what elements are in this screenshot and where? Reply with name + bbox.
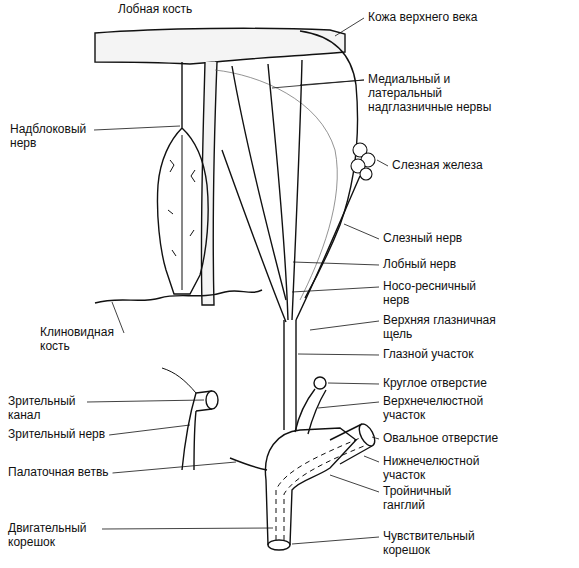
optic-nerve xyxy=(182,393,196,470)
round-foramen xyxy=(314,377,326,389)
gland-lobule xyxy=(360,168,372,180)
part-label: Зрительный канал xyxy=(8,394,83,422)
part-label: Носо-ресничный нерв xyxy=(383,279,488,307)
leader-line xyxy=(272,80,364,88)
part-label: Верхняя глазничная щель xyxy=(383,313,508,341)
part-label: Тройничный ганглий xyxy=(383,484,463,512)
leader-line xyxy=(330,475,379,492)
leader-line xyxy=(377,160,388,166)
part-label: Верхнечелюстной участок xyxy=(383,394,498,422)
leader-lines xyxy=(87,18,388,544)
part-label: Лобный нерв xyxy=(383,257,456,271)
leader-line xyxy=(310,321,379,330)
sinus-septum xyxy=(168,135,195,290)
leader-line xyxy=(364,456,379,462)
leader-line xyxy=(292,537,379,544)
frontal-bone xyxy=(95,28,345,64)
oval-foramen xyxy=(356,422,378,449)
part-label: Клиновидная кость xyxy=(40,325,120,353)
leader-line xyxy=(293,262,379,265)
part-label: Кожа верхнего века xyxy=(368,10,478,24)
leader-line xyxy=(328,383,379,384)
part-label: Лобная кость xyxy=(118,2,192,16)
lacrimal-gland xyxy=(351,143,375,180)
leader-line xyxy=(87,400,204,402)
part-label: Глазной участок xyxy=(383,347,473,361)
motor-root xyxy=(276,438,364,540)
part-label: Надблоковый нерв xyxy=(10,122,90,150)
sphenoid-bone xyxy=(95,290,262,303)
leader-line xyxy=(292,287,379,292)
tentorial-branch xyxy=(230,458,267,470)
leader-line xyxy=(318,402,379,408)
part-label: Палаточная ветвь xyxy=(8,465,109,479)
leader-line xyxy=(298,354,379,355)
part-label: Двигательный корешок xyxy=(8,521,98,549)
supratrochlear-nerve xyxy=(232,66,286,300)
part-label: Слезная железа xyxy=(392,158,483,172)
orbit-outline xyxy=(215,70,337,300)
leader-line xyxy=(109,425,190,435)
sinus xyxy=(157,62,208,294)
part-label: Овальное отверстие xyxy=(383,431,498,445)
leader-line xyxy=(372,437,379,439)
maxillary-division xyxy=(295,389,326,434)
part-label: Нижнечелюстной участок xyxy=(383,454,498,482)
part-label: Медиальный и латеральный надглазничные н… xyxy=(368,72,503,114)
supraorbital-nerves xyxy=(268,60,302,320)
eyelid-skin xyxy=(300,31,357,298)
optic-canal-opening xyxy=(206,391,218,409)
leader-line xyxy=(113,462,236,473)
orbital-wall xyxy=(201,62,217,305)
part-label: Круглое отверстие xyxy=(383,376,487,390)
sensory-root xyxy=(268,540,290,550)
part-label: Зрительный нерв xyxy=(8,427,105,441)
part-label: Чувствительный корешок xyxy=(383,529,498,557)
optic-nerve-stub xyxy=(162,368,196,393)
nasociliary-nerve xyxy=(222,150,286,322)
part-label: Слезный нерв xyxy=(383,231,462,245)
ophthalmic-division xyxy=(284,320,296,430)
leader-line xyxy=(102,528,273,529)
leader-line xyxy=(94,126,180,130)
trigeminal-ganglion xyxy=(265,428,356,545)
lacrimal-nerve xyxy=(296,176,360,320)
leader-line xyxy=(335,18,364,36)
leader-line xyxy=(344,224,379,239)
